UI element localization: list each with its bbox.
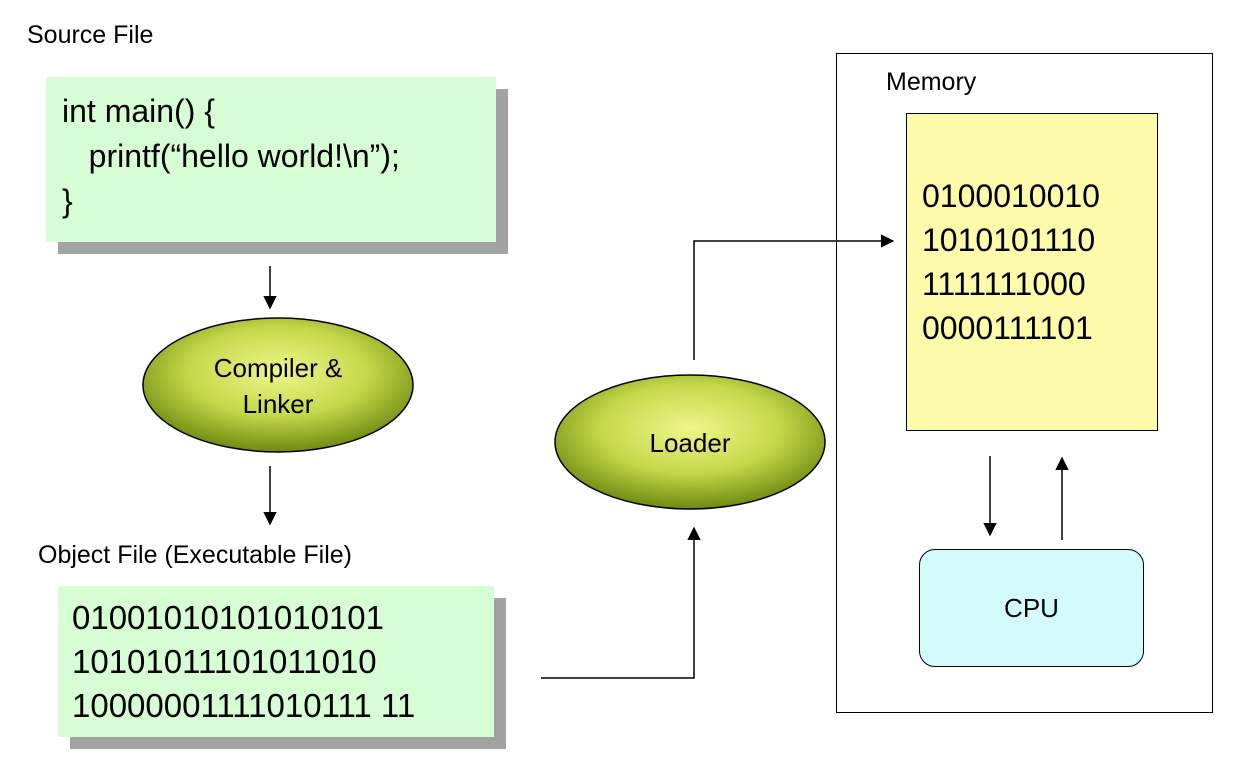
memory-line-3: 1111111000 xyxy=(922,266,1086,302)
memory-line-2: 1010101110 xyxy=(922,222,1096,258)
object-code-box: 01001010101010101 10101011101011010 1000… xyxy=(58,586,494,737)
memory-title: Memory xyxy=(886,68,977,96)
memory-block: 0100010010 1010101110 1111111000 0000111… xyxy=(906,113,1158,431)
source-line-2: printf(“hello world!\n”); xyxy=(62,138,400,174)
object-line-3: 10000001111010111 11 xyxy=(72,687,416,724)
cpu-label: CPU xyxy=(1004,593,1059,623)
loader-label: Loader xyxy=(649,428,731,458)
object-line-1: 01001010101010101 xyxy=(72,599,385,636)
arrow-object-to-loader xyxy=(541,526,701,679)
source-file-title: Source File xyxy=(27,21,154,49)
source-line-3: } xyxy=(62,183,73,219)
cpu-box: CPU xyxy=(919,549,1144,667)
memory-line-1: 0100010010 xyxy=(922,178,1100,214)
object-file-title: Object File (Executable File) xyxy=(38,541,353,569)
memory-line-4: 0000111101 xyxy=(922,310,1093,346)
source-line-1: int main() { xyxy=(62,93,215,129)
memory-container xyxy=(836,53,1213,713)
source-code-box: int main() { printf(“hello world!\n”); } xyxy=(46,77,496,242)
object-line-2: 10101011101011010 xyxy=(72,643,377,680)
compiler-label-line2: Linker xyxy=(242,389,314,419)
compiler-label-line1: Compiler & xyxy=(213,353,343,383)
